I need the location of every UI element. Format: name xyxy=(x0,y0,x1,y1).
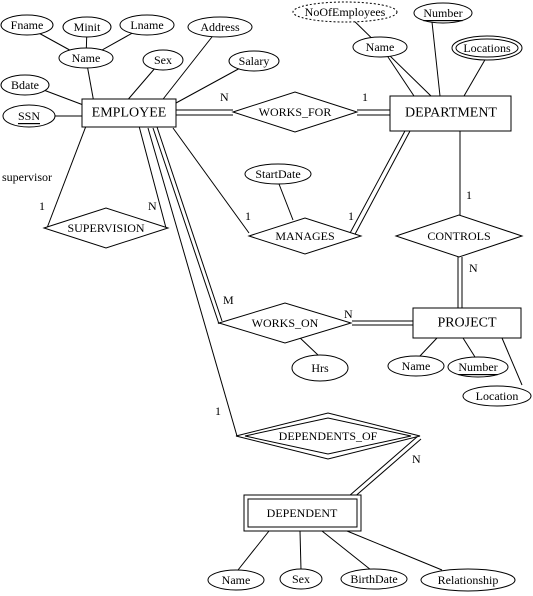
attr-fname[interactable]: Fname xyxy=(0,14,54,36)
entity-project[interactable]: PROJECT xyxy=(412,307,522,339)
relationship-works-for[interactable]: WORKS_FOR xyxy=(231,91,359,133)
attr-dep-sex[interactable]: Sex xyxy=(279,568,323,590)
attr-proj-number-key[interactable]: Number xyxy=(447,356,509,378)
attr-salary-label: Salary xyxy=(239,54,270,68)
attr-bdate-label: Bdate xyxy=(11,78,39,92)
entity-project-label: PROJECT xyxy=(437,316,497,331)
attr-dep-name-partial-key[interactable]: Name xyxy=(207,569,265,591)
relationship-manages-label: MANAGES xyxy=(275,229,334,243)
attr-proj-name-label: Name xyxy=(402,359,431,373)
relationship-links xyxy=(46,109,463,500)
card-dependents-of-employee: 1 xyxy=(215,404,221,418)
attr-ssn-key[interactable]: SSN xyxy=(2,104,56,128)
relationship-works-on-label: WORKS_ON xyxy=(252,316,319,330)
card-works-for-department: 1 xyxy=(362,90,368,104)
card-controls-department: 1 xyxy=(466,188,472,202)
relationship-works-on[interactable]: WORKS_ON xyxy=(217,302,353,344)
attr-emp-name[interactable]: Name xyxy=(58,47,114,69)
attr-ssn-label: SSN xyxy=(18,109,40,123)
attr-bdate[interactable]: Bdate xyxy=(0,74,50,96)
entity-dependent-weak[interactable]: DEPENDENT xyxy=(243,494,362,532)
card-works-on-project: N xyxy=(344,307,353,321)
attr-sex[interactable]: Sex xyxy=(142,49,184,71)
attr-emp-name-label: Name xyxy=(72,51,101,65)
attr-dept-name-label: Name xyxy=(366,40,395,54)
attr-fname-label: Fname xyxy=(11,18,44,32)
attr-dep-name-label: Name xyxy=(222,573,251,587)
relationship-manages[interactable]: MANAGES xyxy=(247,217,363,255)
relationship-controls-label: CONTROLS xyxy=(427,229,490,243)
attr-relationship-label: Relationship xyxy=(438,573,499,587)
entity-employee-label: EMPLOYEE xyxy=(92,106,167,121)
attr-birth-date-label: BirthDate xyxy=(350,572,397,586)
attr-lname-label: Lname xyxy=(130,18,163,32)
entity-department[interactable]: DEPARTMENT xyxy=(389,95,512,132)
attr-hrs-label: Hrs xyxy=(311,361,329,375)
relationship-dependents-of-identifying[interactable]: DEPENDENTS_OF xyxy=(235,412,421,460)
attr-dept-number-label: Number xyxy=(423,6,462,20)
card-dependents-of-dependent: N xyxy=(412,452,421,466)
role-supervisor-label: supervisor xyxy=(2,170,52,184)
attr-dep-sex-label: Sex xyxy=(292,572,310,586)
attr-minit[interactable]: Minit xyxy=(62,16,112,38)
attr-address[interactable]: Address xyxy=(187,16,253,38)
attr-start-date[interactable]: StartDate xyxy=(244,163,312,185)
entity-dependent-label: DEPENDENT xyxy=(267,506,338,520)
relationship-controls[interactable]: CONTROLS xyxy=(394,214,524,258)
card-supervision-left: 1 xyxy=(39,199,45,213)
card-works-on-employee: M xyxy=(223,293,234,307)
attr-sex-label: Sex xyxy=(154,53,172,67)
attr-hrs[interactable]: Hrs xyxy=(291,354,349,382)
attr-proj-location[interactable]: Location xyxy=(462,385,532,407)
card-manages-employee: 1 xyxy=(245,209,251,223)
card-manages-department: 1 xyxy=(348,209,354,223)
attr-proj-location-label: Location xyxy=(476,389,519,403)
attr-birth-date[interactable]: BirthDate xyxy=(340,568,408,590)
relationship-dependents-of-label: DEPENDENTS_OF xyxy=(279,429,378,443)
attr-salary[interactable]: Salary xyxy=(228,50,280,72)
attr-relationship[interactable]: Relationship xyxy=(420,568,516,592)
attr-start-date-label: StartDate xyxy=(255,167,300,181)
relationship-supervision-label: SUPERVISION xyxy=(67,221,144,235)
entity-department-label: DEPARTMENT xyxy=(405,106,497,121)
attr-minit-label: Minit xyxy=(74,20,101,34)
entity-employee[interactable]: EMPLOYEE xyxy=(81,98,177,128)
attr-num-employees-label: NoOfEmployees xyxy=(305,5,386,19)
attr-proj-name[interactable]: Name xyxy=(387,355,445,377)
card-controls-project: N xyxy=(469,261,478,275)
attr-locations-label: Locations xyxy=(463,41,511,55)
attr-dept-number-key[interactable]: Number xyxy=(413,2,473,24)
card-works-for-employee: N xyxy=(220,90,229,104)
attr-num-employees-derived[interactable]: NoOfEmployees xyxy=(292,1,398,23)
attr-locations-multivalued[interactable]: Locations xyxy=(451,35,523,61)
attr-address-label: Address xyxy=(200,20,240,34)
attr-proj-number-label: Number xyxy=(458,360,497,374)
relationship-works-for-label: WORKS_FOR xyxy=(259,105,332,119)
attr-lname[interactable]: Lname xyxy=(119,14,175,36)
relationship-supervision[interactable]: SUPERVISION xyxy=(42,207,170,249)
card-supervision-right: N xyxy=(148,199,157,213)
attr-dept-name[interactable]: Name xyxy=(352,36,408,58)
